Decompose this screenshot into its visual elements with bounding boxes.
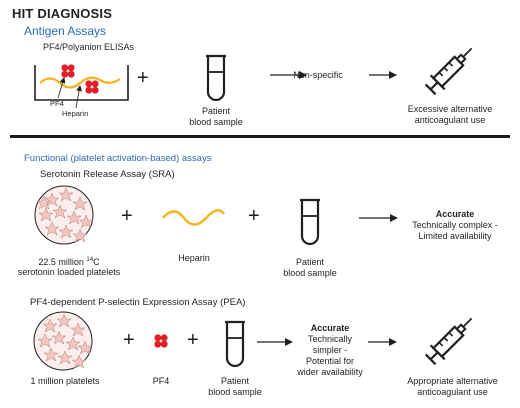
heparin-strand-icon [162,209,225,226]
pf4-label: PF4 [50,99,64,108]
section-divider [10,135,510,138]
syringe-icon [422,310,480,368]
plus-sign: + [123,329,135,351]
sra-blood-sample-label: blood sample [283,268,337,278]
pea-patient-label: Patient [220,376,250,386]
patient-label: Patient [201,106,231,116]
elisa-subheading: PF4/Polyanion ELISAs [43,42,135,52]
syringe-icon [422,40,480,98]
sra-platelets-line-2: serotonin loaded platelets [17,267,121,277]
test-tube-icon [298,198,322,246]
pea-outcome-line-2: anticoagulant use [417,387,488,397]
sra-result-line-1: Technically complex - [412,220,498,230]
sra-heparin-label: Heparin [178,253,210,263]
plus-sign: + [187,329,199,351]
blood-sample-label: blood sample [189,117,243,127]
pea-platelets-label: 1 million platelets [30,376,100,386]
pea-result-accurate: Accurate [310,323,350,333]
result-nonspecific: Non-specific [293,70,343,80]
sra-result-accurate: Accurate [435,209,475,219]
sra-heading: Serotonin Release Assay (SRA) [40,169,175,180]
elisa-well-icon [34,64,129,109]
pea-result-line-4: wider availability [297,367,363,377]
plus-sign: + [248,205,260,227]
pea-result-line-2: simpler - [312,345,348,355]
test-tube-icon [204,54,228,102]
plus-sign: + [121,205,133,227]
test-tube-icon [223,320,247,368]
antigen-assays-heading: Antigen Assays [24,24,107,38]
pf4-icon [154,334,168,348]
pea-result-line-1: Technically [307,334,353,344]
pea-heading: PF4-dependent P-selectin Expression Assa… [30,297,246,308]
sra-result-line-2: Limited availability [418,231,492,241]
pea-pf4-label: PF4 [152,376,170,386]
page-title: HIT DIAGNOSIS [12,6,113,21]
outcome-line-2: anticoagulant use [414,115,486,125]
heparin-label: Heparin [62,109,89,118]
platelets-dish-icon [34,185,94,245]
sra-patient-label: Patient [295,257,325,267]
sra-platelets-line-1: 22.5 million 14C [38,257,100,267]
outcome-line-1: Excessive alternative [407,104,493,114]
functional-assays-heading: Functional (platelet activation-based) a… [24,153,212,164]
pea-result-line-3: Potential for [305,356,355,366]
plus-sign: + [137,67,149,89]
pea-blood-sample-label: blood sample [208,387,262,397]
pea-outcome-line-1: Appropriate alternative [407,376,498,386]
platelets-dish-icon [33,311,93,371]
